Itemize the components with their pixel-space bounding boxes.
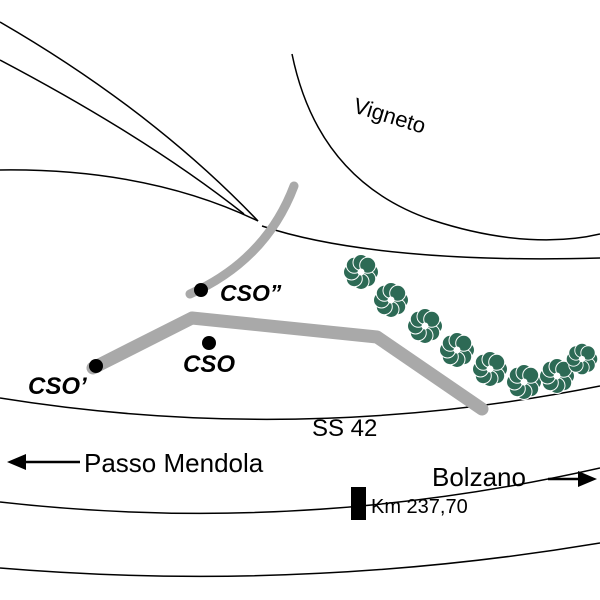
- sample-point-dot-cso: [202, 336, 216, 350]
- tree-icon: [565, 342, 599, 376]
- gray-access-path-curve: [185, 181, 299, 299]
- cso-label: CSO: [183, 351, 235, 378]
- tree-row: [343, 254, 599, 400]
- vineyard-label: Vigneto: [351, 93, 429, 139]
- west-arrow-icon: [7, 454, 80, 470]
- tree-icon: [472, 351, 508, 387]
- tree-icon: [439, 332, 475, 368]
- sample-point-dot-cso-prime: [89, 359, 103, 373]
- km-post-icon: [351, 487, 366, 520]
- gray-roadside-band: [86, 311, 489, 416]
- road-name-label: SS 42: [312, 415, 377, 442]
- tree-icon: [373, 282, 409, 318]
- field-boundary-line: [261, 225, 600, 260]
- km-marker-label: Km 237,70: [371, 496, 468, 518]
- tree-icon: [506, 364, 542, 400]
- tree-icon: [407, 308, 443, 344]
- cso-prime-label: CSO’: [28, 373, 87, 400]
- tree-icon: [343, 254, 379, 290]
- right-destination-label: Bolzano: [432, 462, 526, 492]
- left-destination-label: Passo Mendola: [84, 448, 264, 478]
- sample-point-dot-cso-second: [194, 283, 208, 297]
- hairpin-road-return-line: [0, 169, 259, 222]
- road-edge-lower: [0, 542, 600, 578]
- hairpin-road-upper-line: [0, 21, 259, 222]
- east-arrow-icon: [548, 471, 597, 487]
- road-edge-middle: [0, 467, 600, 515]
- cso-second-label: CSO”: [220, 280, 282, 306]
- vineyard-boundary-line: [291, 53, 600, 241]
- hairpin-road-inner-line: [0, 59, 245, 215]
- road-edge-upper: [0, 385, 600, 421]
